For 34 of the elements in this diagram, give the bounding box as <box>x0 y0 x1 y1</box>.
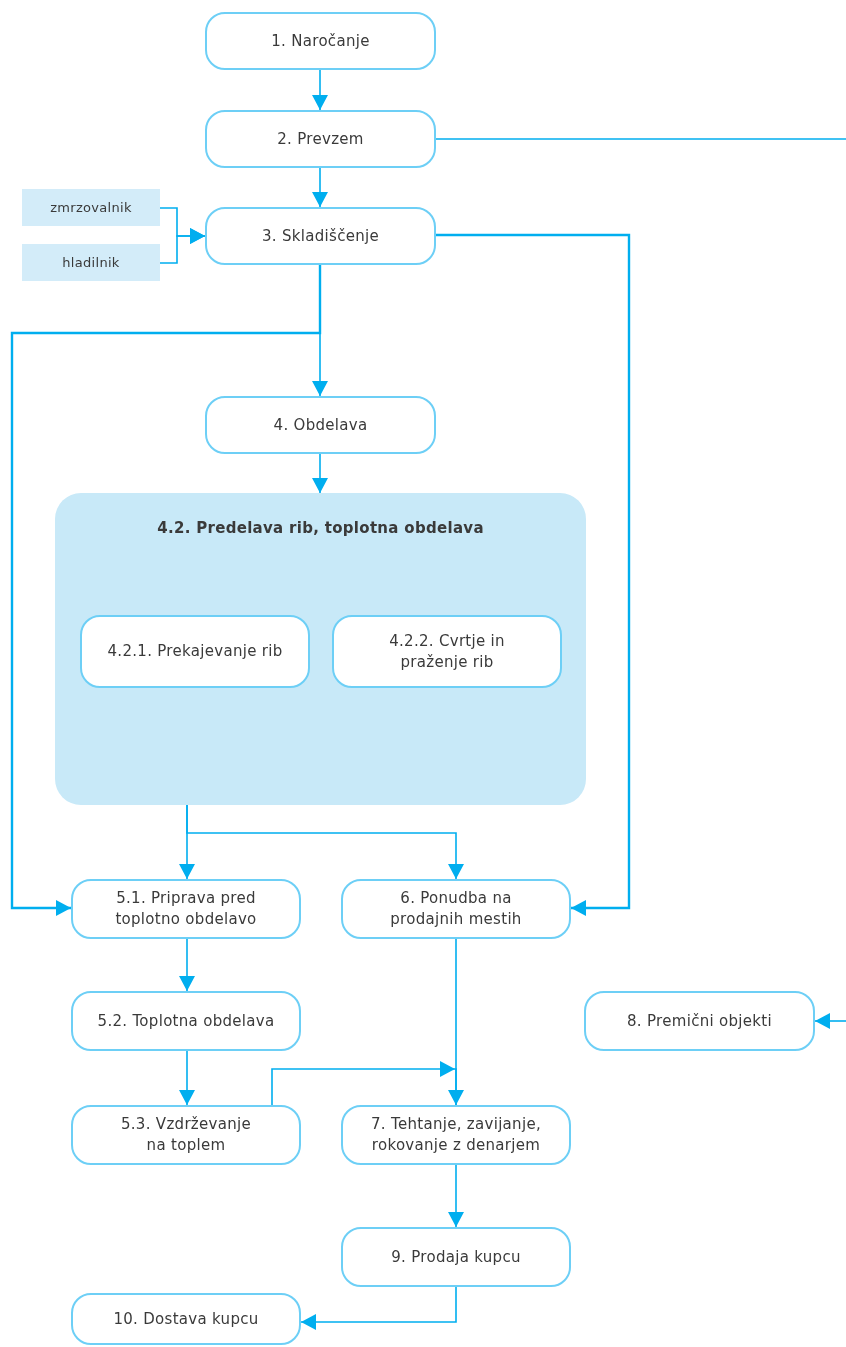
process-box <box>71 991 301 1051</box>
node-label: 5.3. Vzdrževanje na toplem <box>119 1114 253 1156</box>
node-label: 3. Skladiščenje <box>262 225 379 247</box>
node-label: 9. Prodaja kupcu <box>391 1246 521 1268</box>
node-label: 5.1. Priprava pred toplotno obdelavo <box>114 888 258 930</box>
node-label: 5.2. Toplotna obdelava <box>97 1010 275 1032</box>
storage-label-box <box>22 244 160 281</box>
node-label: zmrzovalnik <box>50 199 132 217</box>
node-label: 4. Obdelava <box>273 414 368 436</box>
process-box <box>71 879 301 939</box>
group-heading: 4.2. Predelava rib, toplotna obdelava <box>157 518 484 539</box>
node-label: 1. Naročanje <box>271 30 370 52</box>
group-panel <box>55 493 586 805</box>
process-box <box>341 879 571 939</box>
process-box <box>332 615 562 688</box>
process-box <box>205 110 436 168</box>
node-label: 4.2.1. Prekajevanje rib <box>107 641 283 662</box>
process-box <box>205 12 436 70</box>
node-label: 10. Dostava kupcu <box>113 1308 259 1330</box>
node-label: 4.2.2. Cvrtje in praženje rib <box>388 630 506 673</box>
node-label: 6. Ponudba na prodajnih mestih <box>389 888 523 930</box>
node-label: 2. Prevzem <box>277 128 364 150</box>
process-box <box>205 396 436 454</box>
node-label: hladilnik <box>62 254 120 272</box>
storage-label-box <box>22 189 160 226</box>
process-box <box>71 1105 301 1165</box>
process-box <box>341 1227 571 1287</box>
process-box <box>341 1105 571 1165</box>
process-box <box>80 615 310 688</box>
node-label: 8. Premični objekti <box>627 1010 772 1032</box>
process-box <box>205 207 436 265</box>
node-label: 7. Tehtanje, zavijanje, rokovanje z denarjem <box>370 1114 542 1156</box>
process-box <box>71 1293 301 1345</box>
process-box <box>584 991 815 1051</box>
